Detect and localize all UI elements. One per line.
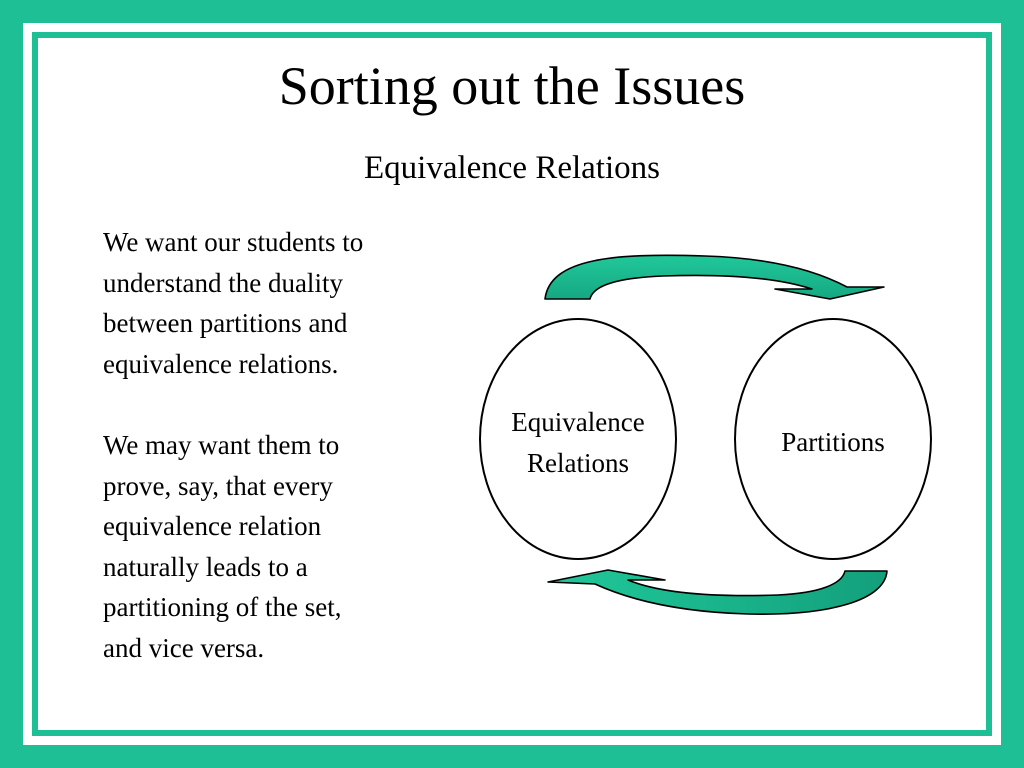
- paragraph-2-line-2: prove, say, that every: [103, 470, 333, 501]
- arrow-right-to-left: [547, 569, 888, 615]
- paragraph-1-line-4: equivalence relations.: [103, 348, 339, 379]
- equivalence-label-line-2: Relations: [527, 448, 629, 478]
- partitions-label: Partitions: [781, 427, 885, 457]
- slide-subtitle: Equivalence Relations: [364, 150, 660, 186]
- arrow-left-to-right: [544, 254, 885, 300]
- paragraph-2-line-5: partitioning of the set,: [103, 592, 342, 623]
- equivalence-label-line-1: Equivalence: [511, 407, 644, 437]
- paragraph-2-line-1: We may want them to: [103, 430, 340, 460]
- paragraph-2-line-4: naturally leads to a: [103, 551, 308, 582]
- paragraph-1-line-1: We want our students to: [103, 227, 364, 257]
- paragraph-1: We want our students to understand the d…: [103, 222, 463, 384]
- paragraph-2: We may want them to prove, say, that eve…: [103, 425, 463, 669]
- paragraph-2-line-6: and vice versa.: [103, 632, 265, 663]
- slide-title: Sorting out the Issues: [278, 56, 746, 116]
- paragraph-1-line-2: understand the duality: [103, 267, 343, 298]
- paragraph-2-line-3: equivalence relation: [103, 511, 322, 542]
- partitions-node: [734, 318, 932, 560]
- paragraph-1-line-3: between partitions and: [103, 308, 348, 339]
- equivalence-relations-node: [479, 318, 677, 560]
